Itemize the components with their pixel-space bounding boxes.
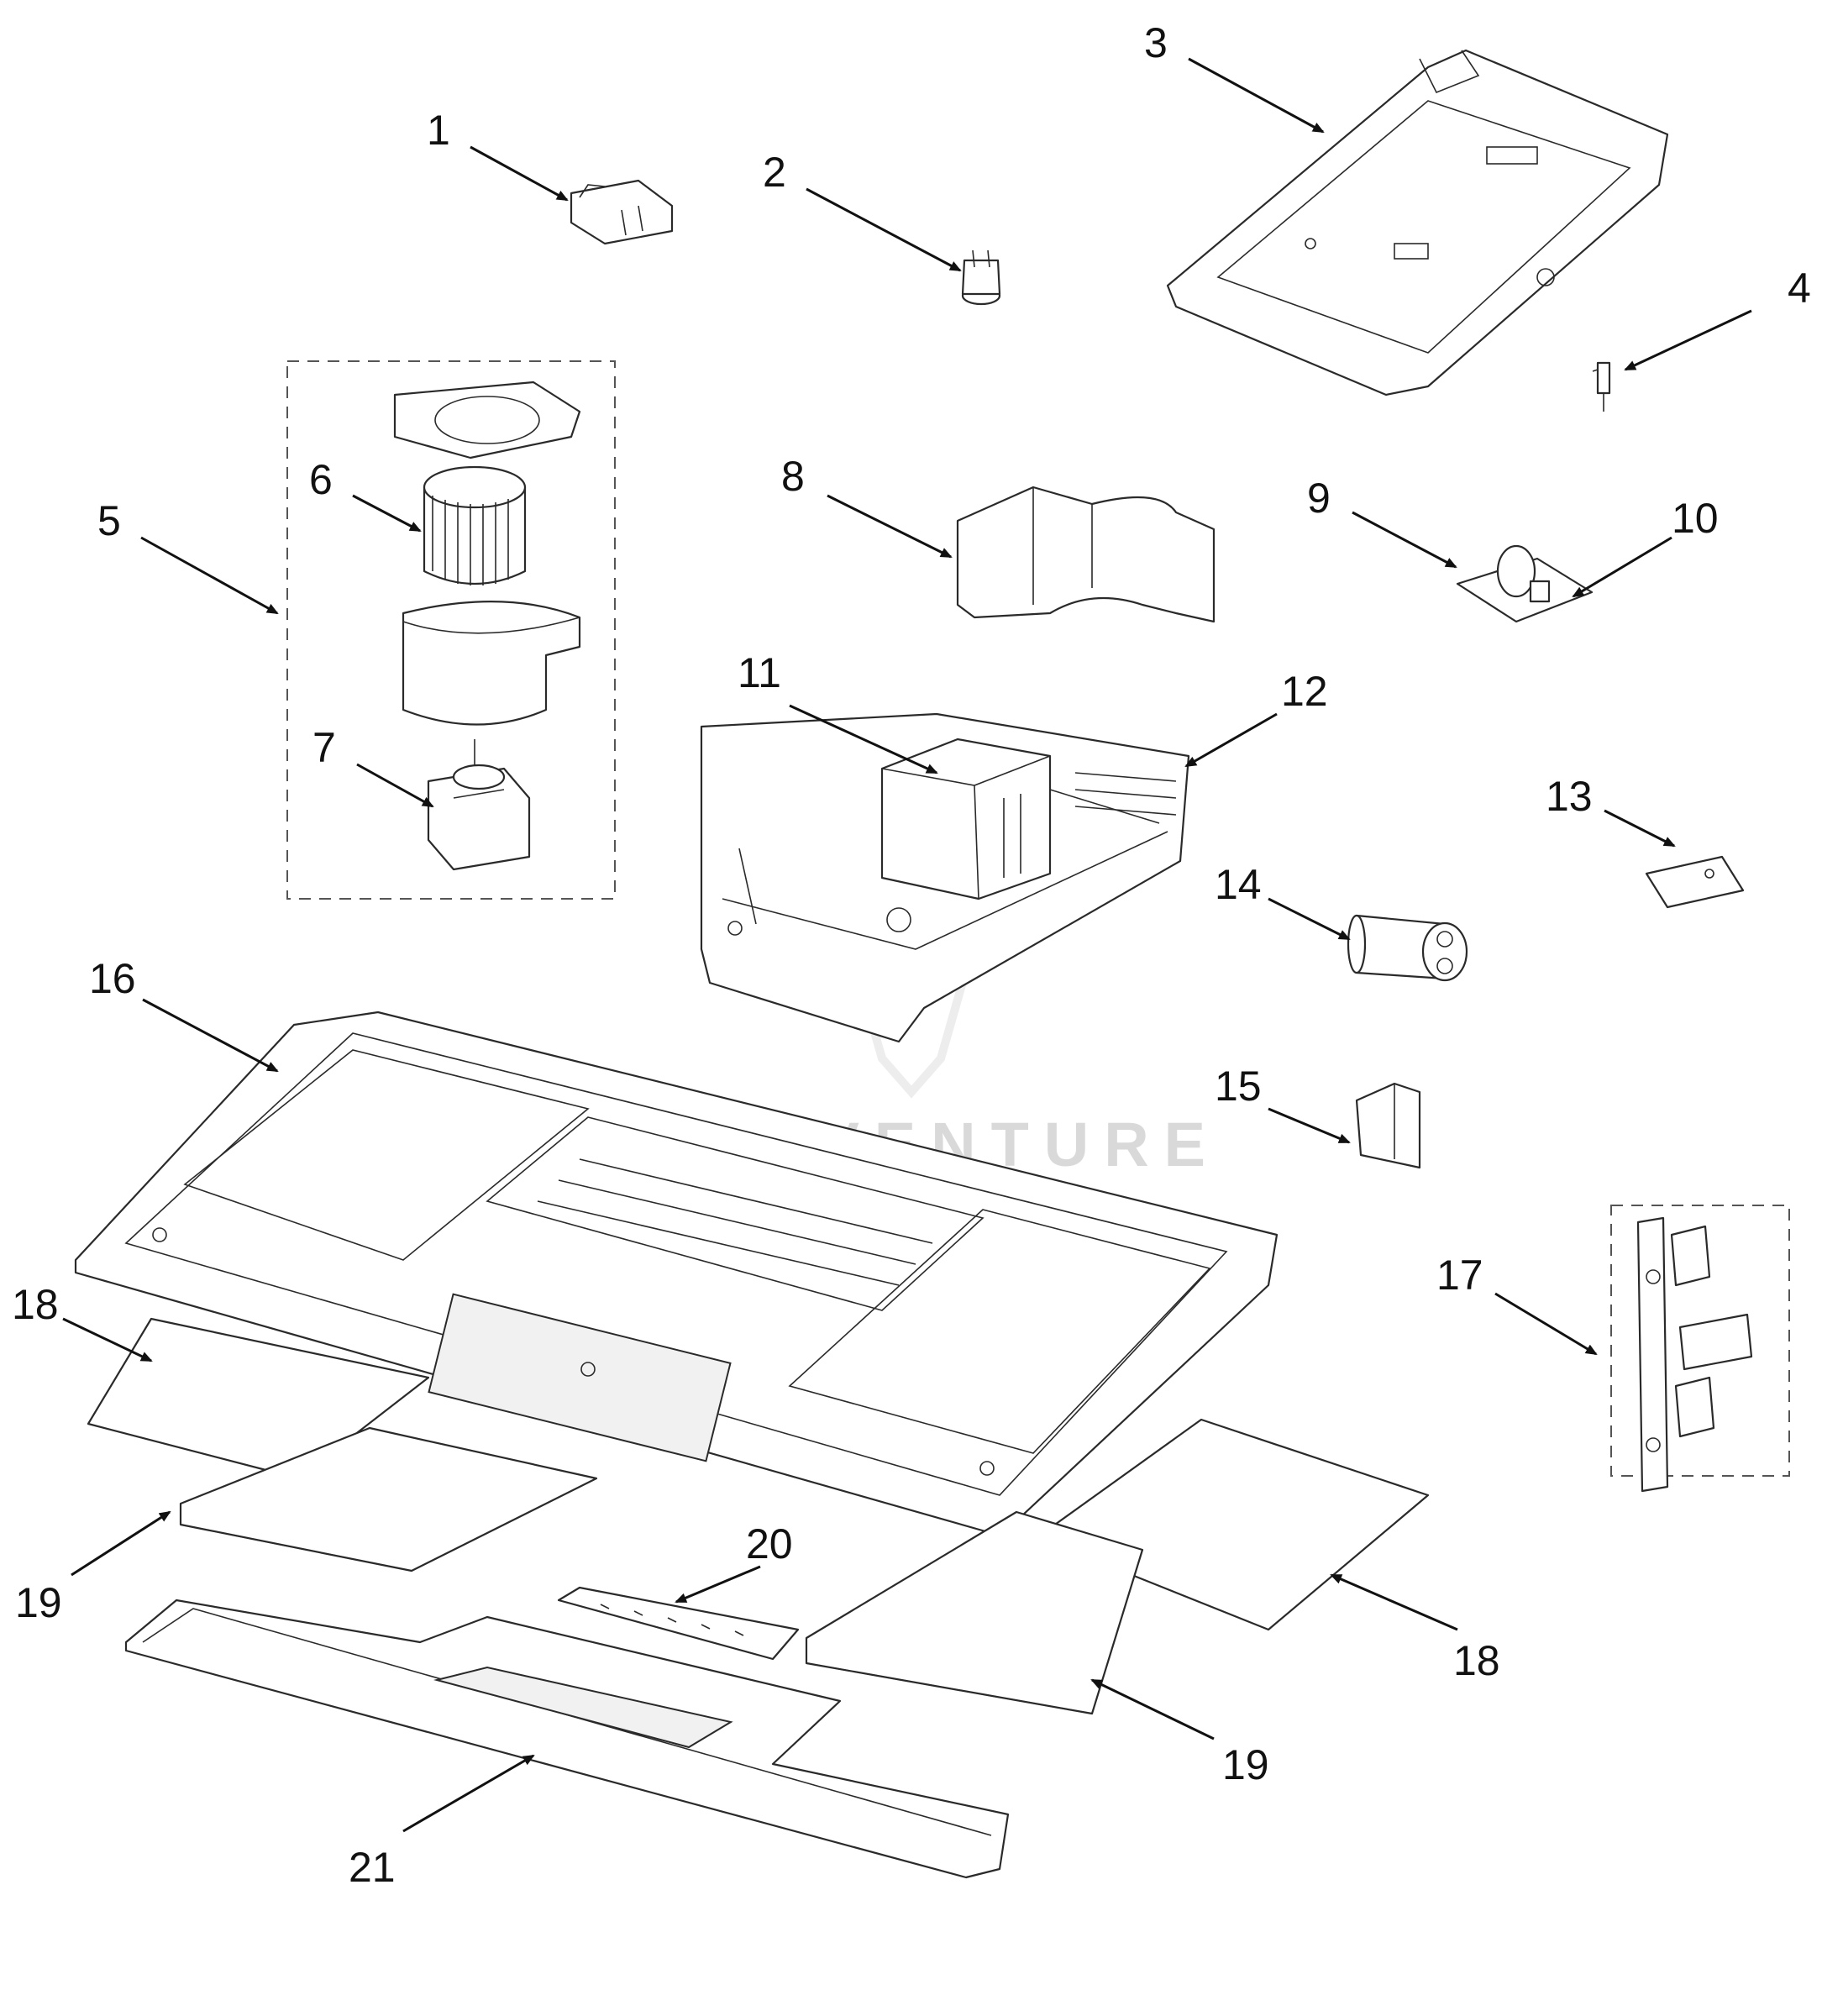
callout-labels: 1 2 3 4 5 6 7 8 9 10 11 12 13 14 15 16 1… (12, 19, 1811, 1891)
callout-21: 21 (349, 1844, 396, 1891)
callout-1: 1 (427, 107, 450, 154)
callout-19-right: 19 (1222, 1741, 1269, 1788)
callout-20: 20 (746, 1520, 793, 1567)
part-19-left-filter (179, 1426, 598, 1572)
callout-8: 8 (781, 453, 805, 500)
part-5-blower-housing (402, 601, 581, 726)
callout-6: 6 (309, 456, 333, 503)
part-14-capacitor (1347, 914, 1468, 982)
callout-4: 4 (1788, 265, 1811, 312)
part-19-right-filter (805, 1510, 1144, 1715)
callout-9: 9 (1307, 475, 1331, 522)
part-4-sensor (1592, 361, 1611, 412)
part-16-bottom-plate (74, 1011, 1279, 1535)
callout-12: 12 (1281, 668, 1328, 715)
part-17-door-switch-assembly (1636, 1216, 1753, 1493)
callout-10: 10 (1672, 495, 1719, 542)
callout-2: 2 (763, 149, 786, 196)
part-1-switch-bracket (570, 179, 674, 245)
interlock-switch-box (1610, 1205, 1790, 1477)
part-11-transformer (880, 738, 1052, 900)
callout-14: 14 (1215, 861, 1262, 908)
callout-15: 15 (1215, 1063, 1262, 1110)
part-21-vent-grille (124, 1599, 1010, 1879)
part-3-upper-frame (1166, 49, 1669, 396)
callout-5: 5 (97, 497, 121, 544)
part-7-blower-motor (427, 739, 531, 871)
callout-18-left: 18 (12, 1281, 59, 1328)
callout-19-left: 19 (15, 1579, 62, 1626)
callout-7: 7 (312, 724, 336, 771)
part-13-cover-plate (1645, 855, 1745, 909)
part-6-blower-wheel (393, 381, 581, 585)
part-2-thermal-fuse (961, 249, 1001, 306)
callout-16: 16 (89, 955, 136, 1002)
callout-17: 17 (1436, 1252, 1483, 1299)
blower-assembly-box (286, 360, 616, 900)
part-8-air-duct (956, 486, 1216, 623)
leader-lines (62, 57, 1752, 1833)
callout-18-right: 18 (1453, 1637, 1500, 1684)
part-9-10-circuit-board (1456, 544, 1594, 623)
part-15-capacitor-bracket (1355, 1082, 1421, 1169)
callout-13: 13 (1546, 773, 1593, 820)
part-20-led-board (557, 1586, 800, 1661)
callout-3: 3 (1144, 19, 1168, 66)
callout-11: 11 (738, 649, 781, 696)
